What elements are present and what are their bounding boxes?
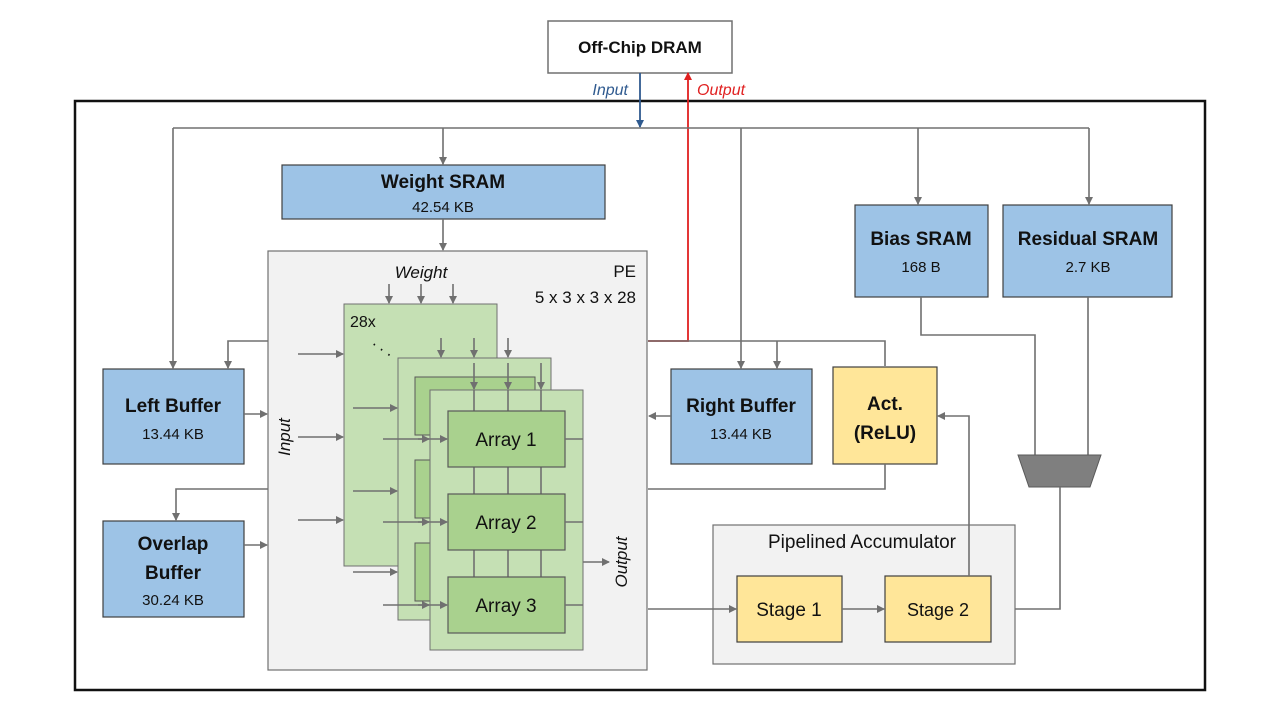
- pe-to-right-buffer: [648, 340, 886, 366]
- residual-sram: [1002, 204, 1173, 298]
- activation-relu: [832, 366, 938, 465]
- stage2-to-activation: [937, 412, 970, 576]
- stage-2: [884, 575, 992, 643]
- activation-to-pe: [648, 464, 886, 490]
- activation-line-2: (ReLU): [854, 423, 916, 444]
- array-2-label: Array 2: [475, 513, 536, 534]
- stage-2-label: Stage 2: [907, 600, 969, 620]
- dram-box: [547, 20, 733, 74]
- array-1-label: Array 1: [475, 430, 536, 451]
- pe-input-label: Input: [275, 417, 294, 456]
- pe-to-overlap-buffer: [172, 488, 268, 521]
- dram-output-arrow: [648, 72, 692, 342]
- activation-line-1: Act.: [867, 394, 903, 415]
- array-2: [447, 493, 566, 551]
- weight-sram-size: 42.54 KB: [412, 199, 474, 216]
- weight-sram: [281, 164, 606, 220]
- left-buffer-title: Left Buffer: [125, 396, 222, 417]
- array-3: [447, 576, 566, 634]
- array-3-label: Array 3: [475, 596, 536, 617]
- overlap-buffer: [102, 520, 245, 618]
- dram-output-label: Output: [697, 82, 746, 99]
- pe-to-left-buffer: [224, 340, 268, 369]
- stage-1-label: Stage 1: [756, 600, 822, 621]
- bias-to-mux: [920, 297, 1036, 455]
- right-buffer: [670, 368, 813, 465]
- residual-sram-title: Residual SRAM: [1018, 229, 1158, 250]
- array-count-label: 28x: [350, 314, 376, 331]
- overlap-buffer-title-1: Overlap: [138, 534, 209, 555]
- accumulator-title: Pipelined Accumulator: [768, 532, 957, 553]
- left-buffer: [102, 368, 245, 465]
- bias-sram: [854, 204, 989, 298]
- pe-output-label: Output: [612, 535, 631, 587]
- weight-sram-title: Weight SRAM: [381, 172, 505, 193]
- bias-sram-title: Bias SRAM: [870, 229, 971, 250]
- pe-label: PE: [613, 262, 636, 281]
- bias-sram-size: 168 B: [901, 259, 940, 276]
- dram-label: Off-Chip DRAM: [578, 38, 702, 57]
- mux: [1017, 454, 1102, 488]
- array-1: [447, 410, 566, 468]
- overlap-buffer-title-2: Buffer: [145, 563, 202, 584]
- right-buffer-title: Right Buffer: [686, 396, 796, 417]
- dram-input-label: Input: [592, 82, 628, 99]
- right-buffer-size: 13.44 KB: [710, 426, 772, 443]
- overlap-buffer-size: 30.24 KB: [142, 592, 204, 609]
- residual-sram-size: 2.7 KB: [1065, 259, 1110, 276]
- pe-weight-label: Weight: [395, 263, 449, 282]
- left-buffer-size: 13.44 KB: [142, 426, 204, 443]
- pe-dims: 5 x 3 x 3 x 28: [535, 288, 636, 307]
